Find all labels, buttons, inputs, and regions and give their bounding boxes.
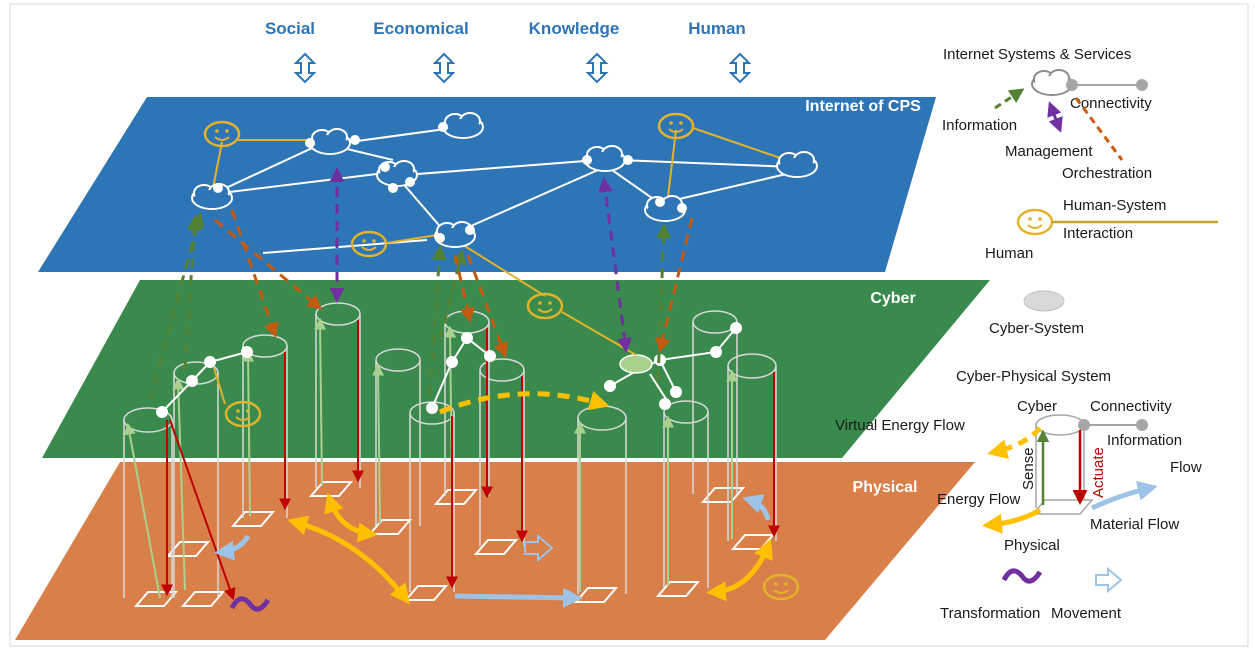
cps-cylinders bbox=[123, 302, 777, 598]
legend-movement: Movement bbox=[1051, 605, 1122, 622]
orchestration-arrows bbox=[214, 209, 694, 358]
physical-layer bbox=[15, 462, 975, 640]
legend-movement-icon bbox=[1095, 566, 1123, 594]
legend-orchestration: Orchestration bbox=[1062, 165, 1152, 182]
legend-cyber-physical-system: Cyber-Physical System bbox=[956, 368, 1111, 385]
cyber-layer bbox=[42, 280, 990, 458]
cyber-network bbox=[161, 327, 737, 413]
information-arrows bbox=[148, 212, 672, 401]
legend-human-icon bbox=[1016, 208, 1054, 236]
legend-internet-systems-services: Internet Systems & Services bbox=[943, 46, 1131, 63]
updown-arrow-icon bbox=[730, 53, 750, 83]
legend-connectivity-cps: Connectivity bbox=[1090, 398, 1172, 415]
legend: Internet Systems & Services Connectivity… bbox=[835, 46, 1218, 622]
legend-information-flow-1: Information bbox=[1107, 432, 1182, 449]
legend-information-flow-2: Flow bbox=[1170, 459, 1202, 476]
legend-material-flow: Material Flow bbox=[1090, 516, 1179, 533]
legend-actuate: Actuate bbox=[1090, 447, 1107, 498]
label-economical: Economical bbox=[373, 19, 468, 38]
updown-arrow-icon bbox=[295, 53, 315, 83]
label-social: Social bbox=[265, 19, 315, 38]
internet-network bbox=[212, 126, 796, 254]
movement-icon bbox=[524, 533, 554, 563]
legend-management: Management bbox=[1005, 143, 1093, 160]
cyber-system-node bbox=[619, 354, 653, 374]
energy-flows bbox=[287, 492, 773, 605]
legend-cyber-system-icon bbox=[1023, 290, 1065, 312]
legend-energy-flow: Energy Flow bbox=[937, 491, 1021, 508]
internet-nodes bbox=[213, 122, 687, 243]
legend-cyber-system: Cyber-System bbox=[989, 320, 1084, 337]
legend-virtual-energy-flow: Virtual Energy Flow bbox=[835, 417, 965, 434]
legend-physical: Physical bbox=[1004, 537, 1060, 554]
physical-layer-label: Physical bbox=[853, 479, 918, 496]
legend-sense: Sense bbox=[1020, 447, 1037, 490]
updown-arrow-icon bbox=[434, 53, 454, 83]
sense-arrows bbox=[123, 317, 738, 599]
legend-transformation-icon bbox=[1001, 568, 1043, 584]
legend-interaction: Interaction bbox=[1063, 225, 1133, 242]
legend-information: Information bbox=[942, 117, 1017, 134]
transformation-icon bbox=[229, 596, 271, 612]
cyber-layer-label: Cyber bbox=[870, 290, 915, 307]
internet-of-cps-layer bbox=[38, 97, 936, 272]
management-arrows bbox=[329, 167, 632, 353]
internet-of-cps-label: Internet of CPS bbox=[805, 98, 921, 115]
legend-transformation: Transformation bbox=[940, 605, 1040, 622]
legend-cyber: Cyber bbox=[1017, 398, 1057, 415]
virtual-energy-flow bbox=[439, 391, 610, 415]
actuate-arrows bbox=[161, 320, 780, 601]
label-human: Human bbox=[688, 19, 746, 38]
legend-connectivity: Connectivity bbox=[1070, 95, 1152, 112]
legend-human-system: Human-System bbox=[1063, 197, 1166, 214]
legend-cloud-icon bbox=[1031, 69, 1073, 96]
label-knowledge: Knowledge bbox=[529, 19, 620, 38]
cyber-nodes bbox=[156, 322, 742, 418]
legend-human: Human bbox=[985, 245, 1033, 262]
material-flows bbox=[214, 494, 771, 608]
updown-arrow-icon bbox=[587, 53, 607, 83]
